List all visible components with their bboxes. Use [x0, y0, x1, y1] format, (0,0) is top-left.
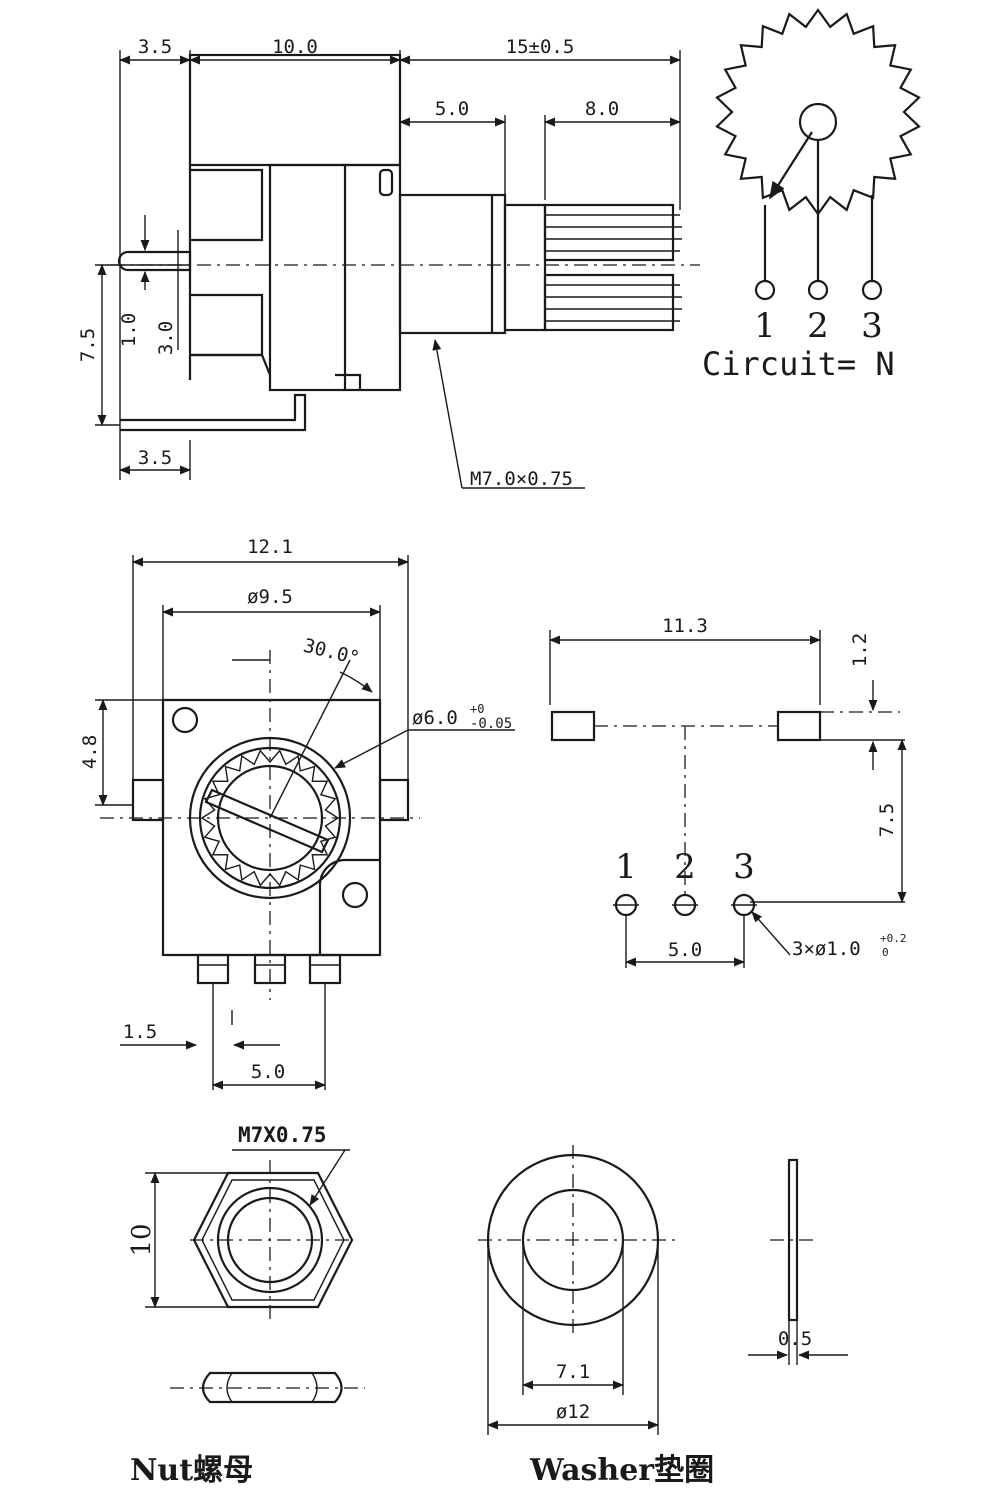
dim-height-offset: 4.8 — [79, 735, 101, 769]
dim-body-length: 10.0 — [272, 36, 318, 58]
footprint-pin-2: 2 — [674, 847, 696, 887]
washer-inner-diameter: 7.1 — [556, 1361, 590, 1383]
pcb-footprint: 11.3 1.2 7.5 1 2 3 5.0 3×ø1.0 +0.2 0 — [548, 615, 907, 968]
side-view: 3.5 10.0 15±0.5 5.0 8.0 1.0 3.0 7.5 3.5 — [77, 36, 700, 490]
dim-hole-spec: 3×ø1.0 — [792, 938, 861, 960]
dim-bore-diameter: ø9.5 — [247, 586, 293, 608]
nut-side-view — [201, 1371, 343, 1404]
footprint-pin-3: 3 — [733, 847, 755, 887]
dim-tab-height: 1.2 — [849, 633, 871, 667]
dim-hole-tol-lower: 0 — [882, 946, 889, 959]
nut-drawing: M7X0.75 10 Nut螺母 — [127, 1123, 365, 1488]
dim-pin-gap: 3.0 — [155, 321, 177, 355]
dim-bushing-length: 5.0 — [435, 98, 469, 120]
front-pin-3 — [308, 953, 342, 985]
circuit-label: Circuit= N — [702, 345, 895, 383]
dim-shaft-length: 15±0.5 — [506, 36, 575, 58]
knurled-shaft — [543, 203, 682, 332]
washer-caption: Washer垫圈 — [529, 1453, 714, 1488]
washer-thickness: 0.5 — [778, 1328, 812, 1350]
circuit-pin-2: 2 — [807, 306, 829, 346]
washer-side-view — [787, 1158, 799, 1322]
bushing — [398, 193, 507, 335]
dim-pin-offset: 3.5 — [138, 36, 172, 58]
dim-total-height: 7.5 — [77, 328, 99, 362]
dim-bottom-pin-offset: 3.5 — [138, 447, 172, 469]
dim-shaft-tol-lower: -0.05 — [470, 716, 512, 732]
dim-row-offset: 7.5 — [876, 803, 898, 837]
knob-knurl — [200, 749, 340, 887]
dim-shaft-diameter: ø6.0 — [412, 707, 458, 729]
body-top-block — [188, 53, 402, 167]
dim-width: 12.1 — [247, 536, 293, 558]
circuit-pin-1: 1 — [754, 306, 776, 346]
mounting-hole-top — [171, 706, 199, 734]
wiper-pivot — [798, 102, 838, 142]
footprint-tab-left — [550, 710, 596, 742]
knob-slot — [204, 788, 330, 854]
dim-hole-tol-upper: +0.2 — [880, 932, 907, 945]
circuit-pin-3: 3 — [861, 306, 883, 346]
washer-drawing: 7.1 ø12 0.5 Washer垫圈 — [478, 1145, 848, 1488]
dim-tab-spacing: 11.3 — [662, 615, 708, 637]
footprint-tab-right — [776, 710, 822, 742]
side-pin — [117, 250, 192, 272]
front-pin-2 — [253, 953, 287, 985]
housing — [268, 163, 402, 392]
mounting-hole-bottom — [341, 881, 369, 909]
dim-pin-pitch: 5.0 — [668, 939, 702, 961]
dim-shaft-tol-upper: +0 — [470, 702, 484, 716]
shaft — [503, 203, 547, 332]
nut-width-across-flats: 10 — [127, 1223, 157, 1256]
dim-angle: 30.0° — [301, 635, 362, 670]
dim-pin-pitch: 5.0 — [251, 1061, 285, 1083]
thread-label: M7.0×0.75 — [470, 468, 573, 490]
nut-caption: Nut螺母 — [130, 1453, 253, 1488]
washer-outer-diameter: ø12 — [556, 1401, 590, 1423]
dim-pin-width: 1.0 — [118, 313, 140, 347]
circuit-diagram: 1 2 3 Circuit= N — [702, 8, 921, 383]
footprint-pin-1: 1 — [615, 847, 637, 887]
dim-pin-offset: 1.5 — [123, 1021, 157, 1043]
front-pin-1 — [196, 953, 230, 985]
front-view: 12.1 ø9.5 30.0° ø6.0 +0 -0.05 4 — [79, 536, 515, 1090]
nut-thread-label: M7X0.75 — [238, 1123, 327, 1147]
front-housing — [161, 698, 382, 957]
dim-knurl-length: 8.0 — [585, 98, 619, 120]
